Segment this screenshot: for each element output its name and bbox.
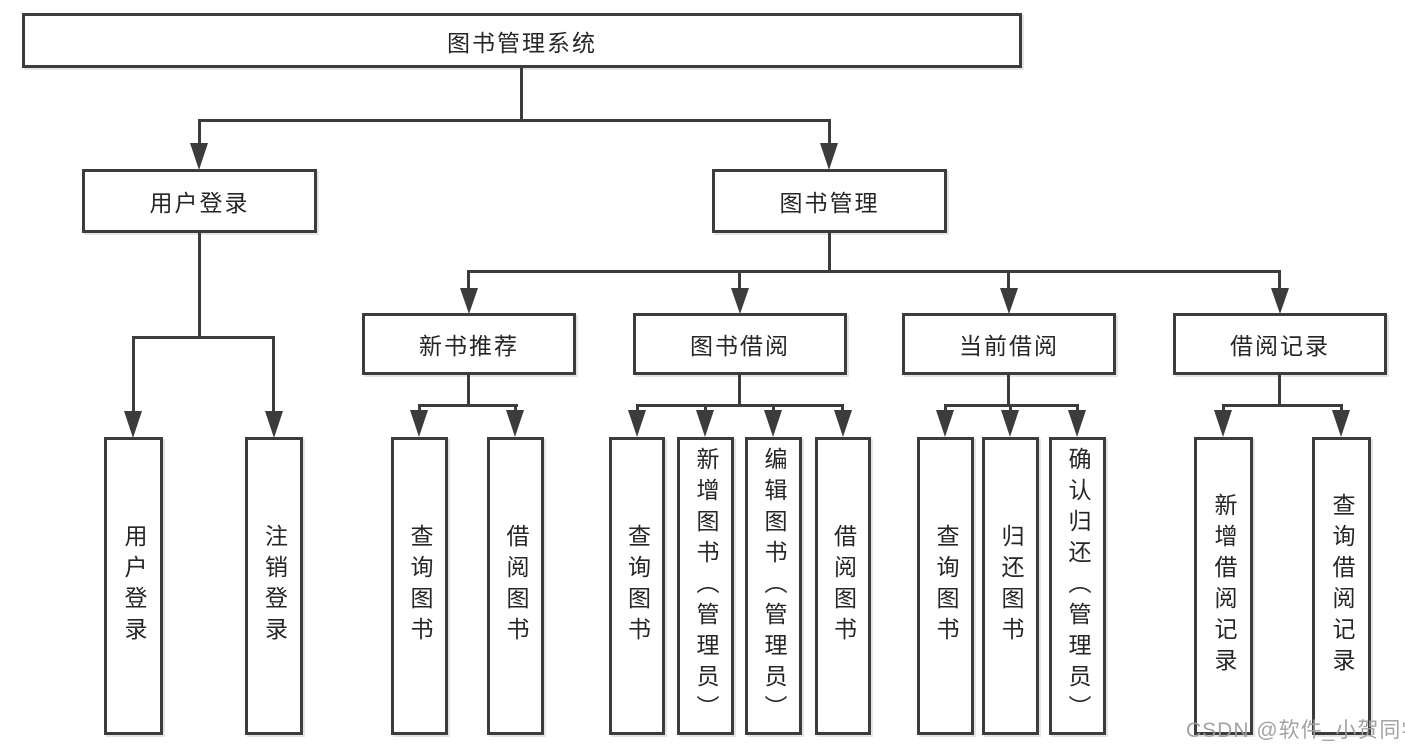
connector-stem (772, 404, 775, 413)
leaf-edit-book-admin: 编辑图书（管理员） (745, 437, 802, 735)
connector-group-vertical (467, 373, 470, 407)
connector-mgmt-horizontal (468, 270, 1281, 273)
arrowhead-down (834, 410, 852, 437)
arrowhead-down (1068, 410, 1086, 437)
arrowhead-down (731, 288, 749, 314)
node-current-borrow-label: 当前借阅 (959, 333, 1059, 359)
connector-stem (704, 404, 707, 413)
connector-stem (1278, 270, 1281, 290)
arrowhead-down (190, 143, 208, 170)
node-borrow-records: 借阅记录 (1173, 313, 1387, 375)
connector-login-horizontal (132, 336, 275, 339)
connector-stem (738, 270, 741, 290)
connector-group-vertical (738, 373, 741, 407)
connector-group-horizontal (1222, 404, 1343, 407)
node-book-borrow-label: 图书借阅 (690, 333, 790, 359)
connector-root-horizontal (198, 119, 831, 122)
node-user-login-label: 用户登录 (149, 190, 250, 216)
arrowhead-down (820, 143, 838, 170)
arrowhead-down (124, 411, 142, 438)
leaf-search-books-recommend: 查询图书 (391, 437, 448, 735)
connector-stem (514, 404, 517, 413)
leaf-logout: 注销登录 (245, 437, 303, 735)
node-root-label: 图书管理系统 (447, 29, 597, 56)
arrowhead-down (696, 410, 714, 437)
connector-group-horizontal (418, 404, 518, 407)
arrowhead-down (1332, 410, 1350, 437)
arrowhead-down (506, 410, 524, 437)
connector-stem (828, 119, 831, 147)
node-new-book-recommend: 新书推荐 (362, 313, 576, 375)
connector-stem (636, 404, 639, 413)
leaf-add-borrow-record: 新增借阅记录 (1194, 437, 1253, 735)
node-new-book-recommend-label: 新书推荐 (419, 333, 519, 359)
arrowhead-down (1001, 410, 1019, 437)
leaf-search-books-borrow: 查询图书 (609, 437, 665, 735)
connector-group-horizontal (636, 404, 844, 407)
node-book-borrow: 图书借阅 (633, 313, 847, 375)
connector-stem (467, 270, 470, 290)
arrowhead-down (460, 288, 478, 314)
node-current-borrow: 当前借阅 (902, 313, 1116, 375)
leaf-user-login: 用户登录 (104, 437, 163, 735)
leaf-search-borrow-record: 查询借阅记录 (1312, 437, 1371, 735)
arrowhead-down (265, 411, 283, 438)
connector-stem (1222, 404, 1225, 413)
connector-stem (1007, 270, 1010, 290)
arrowhead-down (410, 410, 428, 437)
arrowhead-down (628, 410, 646, 437)
connector-stem (272, 336, 275, 414)
connector-stem (1340, 404, 1343, 413)
node-borrow-records-label: 借阅记录 (1230, 333, 1330, 359)
csdn-watermark: CSDN @软件_小贺同学 (1186, 719, 1405, 742)
leaf-borrow-books: 借阅图书 (815, 437, 871, 735)
arrowhead-down (1000, 288, 1018, 314)
leaf-return-book: 归还图书 (982, 437, 1039, 735)
arrowhead-down (1271, 288, 1289, 314)
connector-login-vertical (198, 231, 201, 339)
leaf-search-books-current: 查询图书 (917, 437, 974, 735)
node-book-management-label: 图书管理 (779, 190, 880, 216)
connector-group-vertical (1278, 373, 1281, 407)
arrowhead-down (1214, 410, 1232, 437)
connector-stem (1009, 404, 1012, 413)
node-user-login: 用户登录 (82, 169, 317, 233)
connector-group-vertical (1007, 373, 1010, 407)
leaf-borrow-books-recommend: 借阅图书 (487, 437, 544, 735)
connector-stem (132, 336, 135, 414)
connector-stem (944, 404, 947, 413)
connector-stem (1076, 404, 1079, 413)
arrowhead-down (936, 410, 954, 437)
node-root: 图书管理系统 (22, 13, 1022, 68)
leaf-confirm-return-admin: 确认归还（管理员） (1049, 437, 1106, 735)
arrowhead-down (764, 410, 782, 437)
connector-mgmt-vertical (828, 230, 831, 273)
leaf-add-book-admin: 新增图书（管理员） (677, 437, 734, 735)
connector-stem (418, 404, 421, 413)
connector-stem (198, 119, 201, 147)
node-book-management: 图书管理 (712, 169, 947, 233)
connector-root-vertical (520, 66, 523, 122)
connector-stem (841, 404, 844, 413)
